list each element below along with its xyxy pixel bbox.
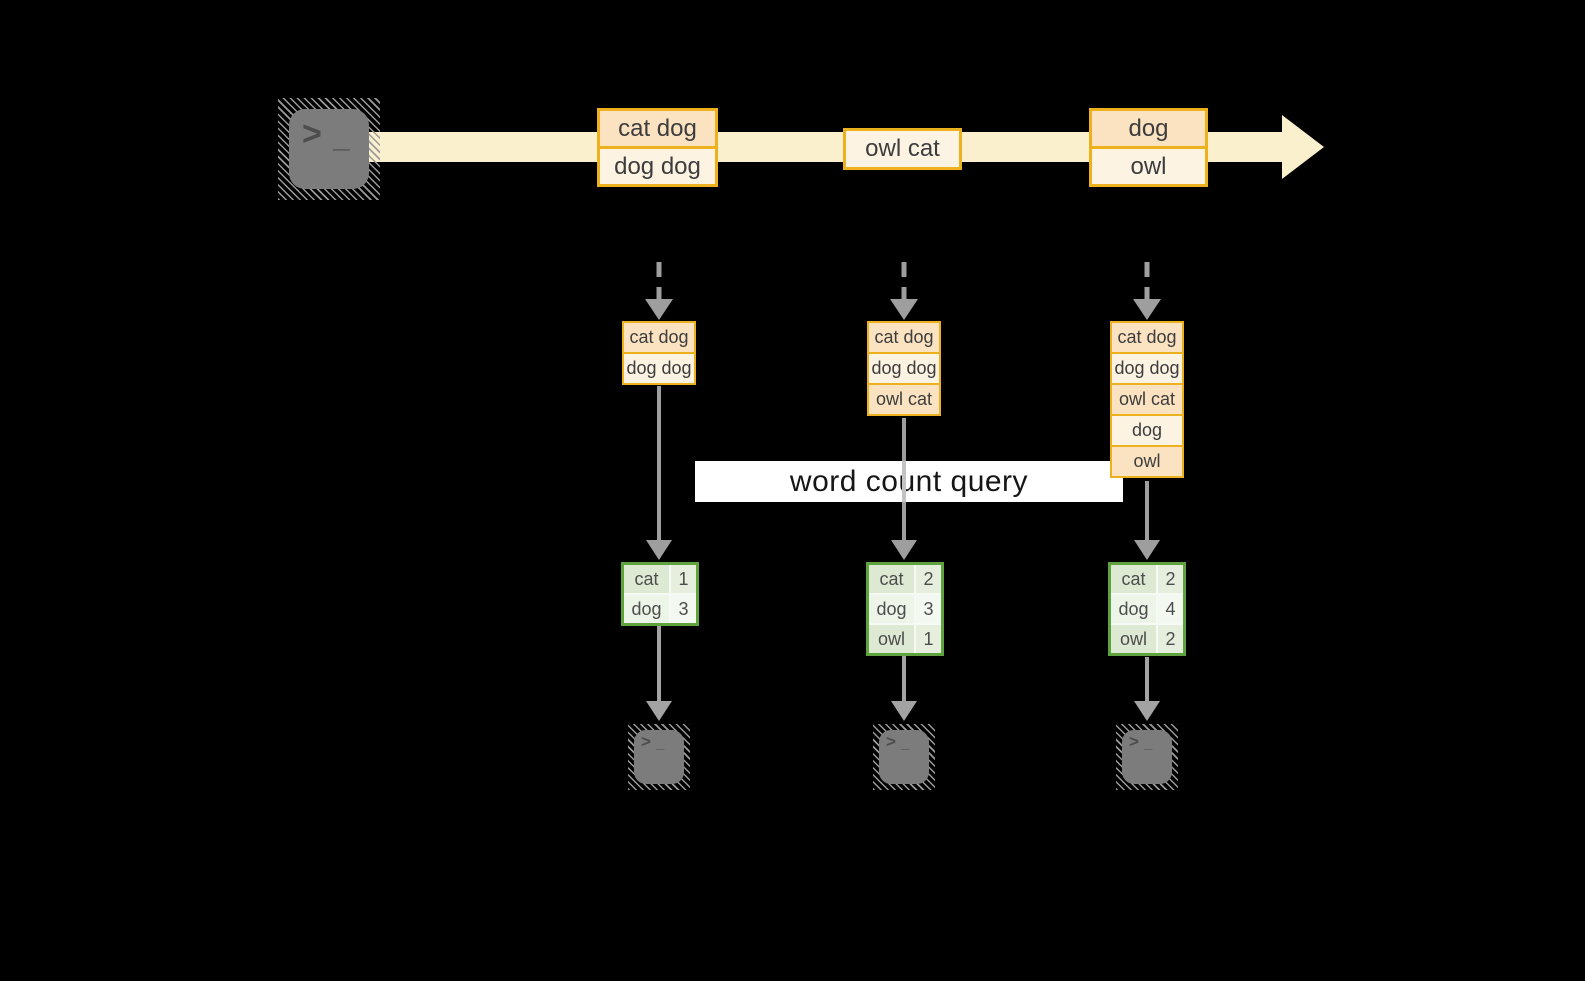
stack-row: owl [1112, 445, 1182, 476]
stack-row: owl cat [1112, 383, 1182, 414]
count-cell: 3 [671, 595, 696, 623]
stream-event-2: owl cat [843, 128, 962, 170]
count-cell: 1 [671, 565, 696, 593]
event-text: dog [1092, 111, 1205, 146]
stack-row: owl cat [869, 383, 939, 414]
output-arrow-1 [646, 624, 672, 721]
output-arrow-3 [1134, 657, 1160, 721]
sink-terminal-icon-2: > _ [873, 724, 935, 790]
terminal-screen: > _ [1122, 730, 1172, 784]
event-stack-1: cat dog dog dog [622, 321, 696, 385]
word-cell: cat [624, 565, 669, 593]
output-arrow-2 [891, 656, 917, 721]
count-cell: 1 [916, 625, 941, 653]
stack-row: cat dog [869, 323, 939, 352]
stack-row: cat dog [1112, 323, 1182, 352]
word-cell: cat [1111, 565, 1156, 593]
stream-arrowhead-icon [1282, 115, 1324, 179]
count-table-3: cat 2 dog 4 owl 2 [1108, 562, 1186, 656]
query-arrow-2-overlay [902, 461, 906, 502]
query-banner-label: word count query [789, 464, 1029, 498]
source-terminal-icon: > _ [278, 98, 380, 200]
prompt-cursor-icon: _ [656, 735, 665, 752]
stream-event-1: cat dog dog dog [597, 108, 718, 187]
stack-row: dog dog [1112, 352, 1182, 383]
count-cell: 3 [916, 595, 941, 623]
terminal-screen: > _ [879, 730, 929, 784]
word-cell: dog [1111, 595, 1156, 623]
word-cell: owl [869, 625, 914, 653]
dashed-arrow-3 [1133, 262, 1161, 320]
query-arrow-3 [1134, 481, 1160, 560]
count-cell: 4 [1158, 595, 1183, 623]
prompt-chevron-icon: > [1129, 732, 1139, 751]
prompt-cursor-icon: _ [901, 735, 910, 752]
dashed-arrow-2 [890, 262, 918, 320]
word-cell: dog [869, 595, 914, 623]
event-text: owl [1092, 146, 1205, 184]
event-text: cat dog [600, 111, 715, 146]
event-text: owl cat [846, 131, 959, 167]
count-cell: 2 [1158, 565, 1183, 593]
word-cell: dog [624, 595, 669, 623]
count-cell: 2 [1158, 625, 1183, 653]
stack-row: dog dog [869, 352, 939, 383]
word-cell: owl [1111, 625, 1156, 653]
count-table-1: cat 1 dog 3 [621, 562, 699, 626]
count-cell: 2 [916, 565, 941, 593]
event-stack-2: cat dog dog dog owl cat [867, 321, 941, 416]
event-stack-3: cat dog dog dog owl cat dog owl [1110, 321, 1184, 478]
event-text: dog dog [600, 146, 715, 184]
terminal-screen: > _ [634, 730, 684, 784]
prompt-chevron-icon: > [886, 732, 896, 751]
query-arrow-1 [646, 386, 672, 560]
stack-row: cat dog [624, 323, 694, 352]
prompt-cursor-icon: _ [333, 121, 350, 154]
prompt-cursor-icon: _ [1144, 735, 1153, 752]
dashed-arrow-1 [645, 262, 673, 320]
query-banner: word count query [695, 461, 1123, 502]
prompt-chevron-icon: > [302, 115, 322, 153]
stack-row: dog [1112, 414, 1182, 445]
sink-terminal-icon-1: > _ [628, 724, 690, 790]
stream-event-3: dog owl [1089, 108, 1208, 187]
prompt-chevron-icon: > [641, 732, 651, 751]
word-cell: cat [869, 565, 914, 593]
count-table-2: cat 2 dog 3 owl 1 [866, 562, 944, 656]
sink-terminal-icon-3: > _ [1116, 724, 1178, 790]
terminal-screen: > _ [289, 109, 369, 189]
stack-row: dog dog [624, 352, 694, 383]
